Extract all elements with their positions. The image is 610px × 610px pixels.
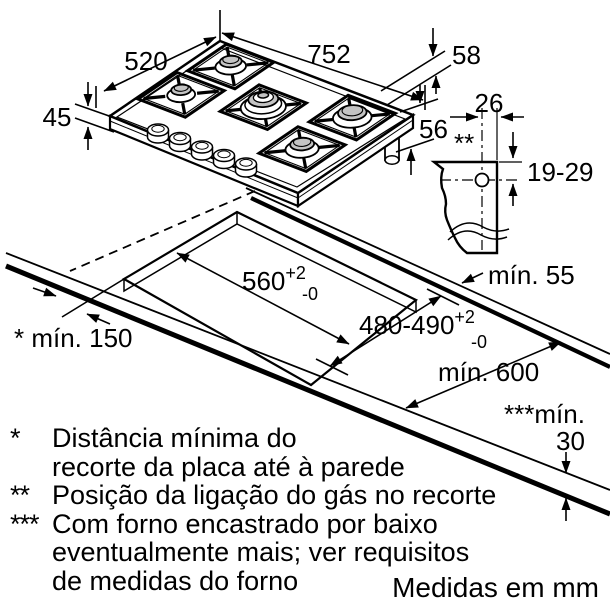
dim-19-29-label: 19-29 — [527, 157, 594, 187]
min55-label: mín. 55 — [488, 260, 575, 290]
min150-arrow-right — [86, 313, 111, 325]
dim-58-label: 58 — [452, 40, 481, 70]
hob-projection-dashed-line — [69, 190, 256, 272]
dim58-ext-upper — [380, 50, 446, 92]
footnote-text-2: Posição da ligação do gás no recorte — [52, 480, 497, 510]
cutout-depth-label: 480-490+2 — [359, 307, 475, 340]
cutout-outline — [121, 210, 419, 387]
min150-arrow-left — [32, 287, 57, 297]
dim-height-label: 45 — [43, 102, 72, 132]
control-knobs — [146, 123, 258, 178]
cutout-width-dim-line — [176, 252, 350, 345]
cutout-width-tol-minus: -0 — [302, 284, 318, 304]
hob-dimension-annotations — [74, 10, 452, 175]
burner-back-right — [324, 102, 381, 131]
dim56-ext-upper — [399, 98, 439, 113]
cutout-dimension-annotations — [32, 252, 571, 521]
pan-support-front-right — [259, 127, 345, 172]
dim-56-label: 56 — [419, 114, 448, 144]
dim752-dim-line — [221, 32, 424, 101]
dim45-ext-lower — [74, 117, 115, 133]
min150-label: * mín. 150 — [14, 323, 133, 353]
dim-depth-label: 520 — [124, 46, 167, 76]
dim56-ext-lower — [395, 138, 435, 153]
knob-1 — [146, 123, 170, 144]
dim-width-label: 752 — [307, 39, 350, 69]
min55-leader-arrow — [461, 272, 484, 284]
dim520-dim-line — [103, 36, 217, 92]
footnote-marker-1: * — [10, 423, 21, 453]
dim45-ext-upper — [74, 103, 113, 118]
min600-label: mín. 600 — [438, 357, 539, 387]
knob-4 — [212, 148, 236, 170]
gas-connection-detail — [430, 108, 524, 255]
worktop-front-edge-top-line — [5, 252, 610, 491]
min30-label-line1: ***mín. — [504, 399, 585, 429]
knob-5 — [234, 157, 258, 178]
hob-foot-bottom — [384, 155, 400, 165]
min600-dim-line — [405, 341, 562, 409]
dim-26-label: 26 — [475, 88, 504, 118]
cutout-depth-tol-minus: -0 — [471, 332, 487, 352]
cutout-depth-dim-line — [329, 295, 442, 367]
cutout-depth-ext-tick-upper — [426, 288, 460, 306]
knob-2 — [168, 131, 192, 153]
gas-inlet-circle — [474, 172, 490, 188]
break-line-arc-1 — [449, 222, 510, 233]
min150-ext-line — [61, 278, 125, 318]
break-line-arc-2 — [447, 230, 508, 241]
worktop-back-edge-top-line — [245, 187, 610, 355]
gas-marker-label: ** — [454, 128, 474, 158]
dim58-ext-lower — [386, 64, 452, 106]
cutout-depth-ext-tick-lower — [315, 358, 349, 376]
worktop-drawing — [5, 187, 610, 517]
cutout-drawing — [121, 210, 419, 387]
burner-front-right — [278, 135, 328, 161]
footnote-marker-2: ** — [10, 480, 30, 510]
cutout-width-label: 560+2 — [242, 263, 306, 296]
footnote-marker-3: *** — [10, 508, 40, 539]
units-label: Medidas em mm — [392, 572, 599, 603]
worktop-back-edge-bottom-line — [250, 196, 610, 369]
knob-3 — [190, 140, 214, 161]
hob-right-lip-line — [297, 119, 414, 199]
worktop-front-edge-bottom-line — [5, 263, 610, 517]
burner-field — [131, 42, 400, 172]
min30-label-line2: 30 — [556, 426, 585, 456]
footnote-gas-position: ** Posição da ligação do gás no recorte — [10, 481, 602, 510]
